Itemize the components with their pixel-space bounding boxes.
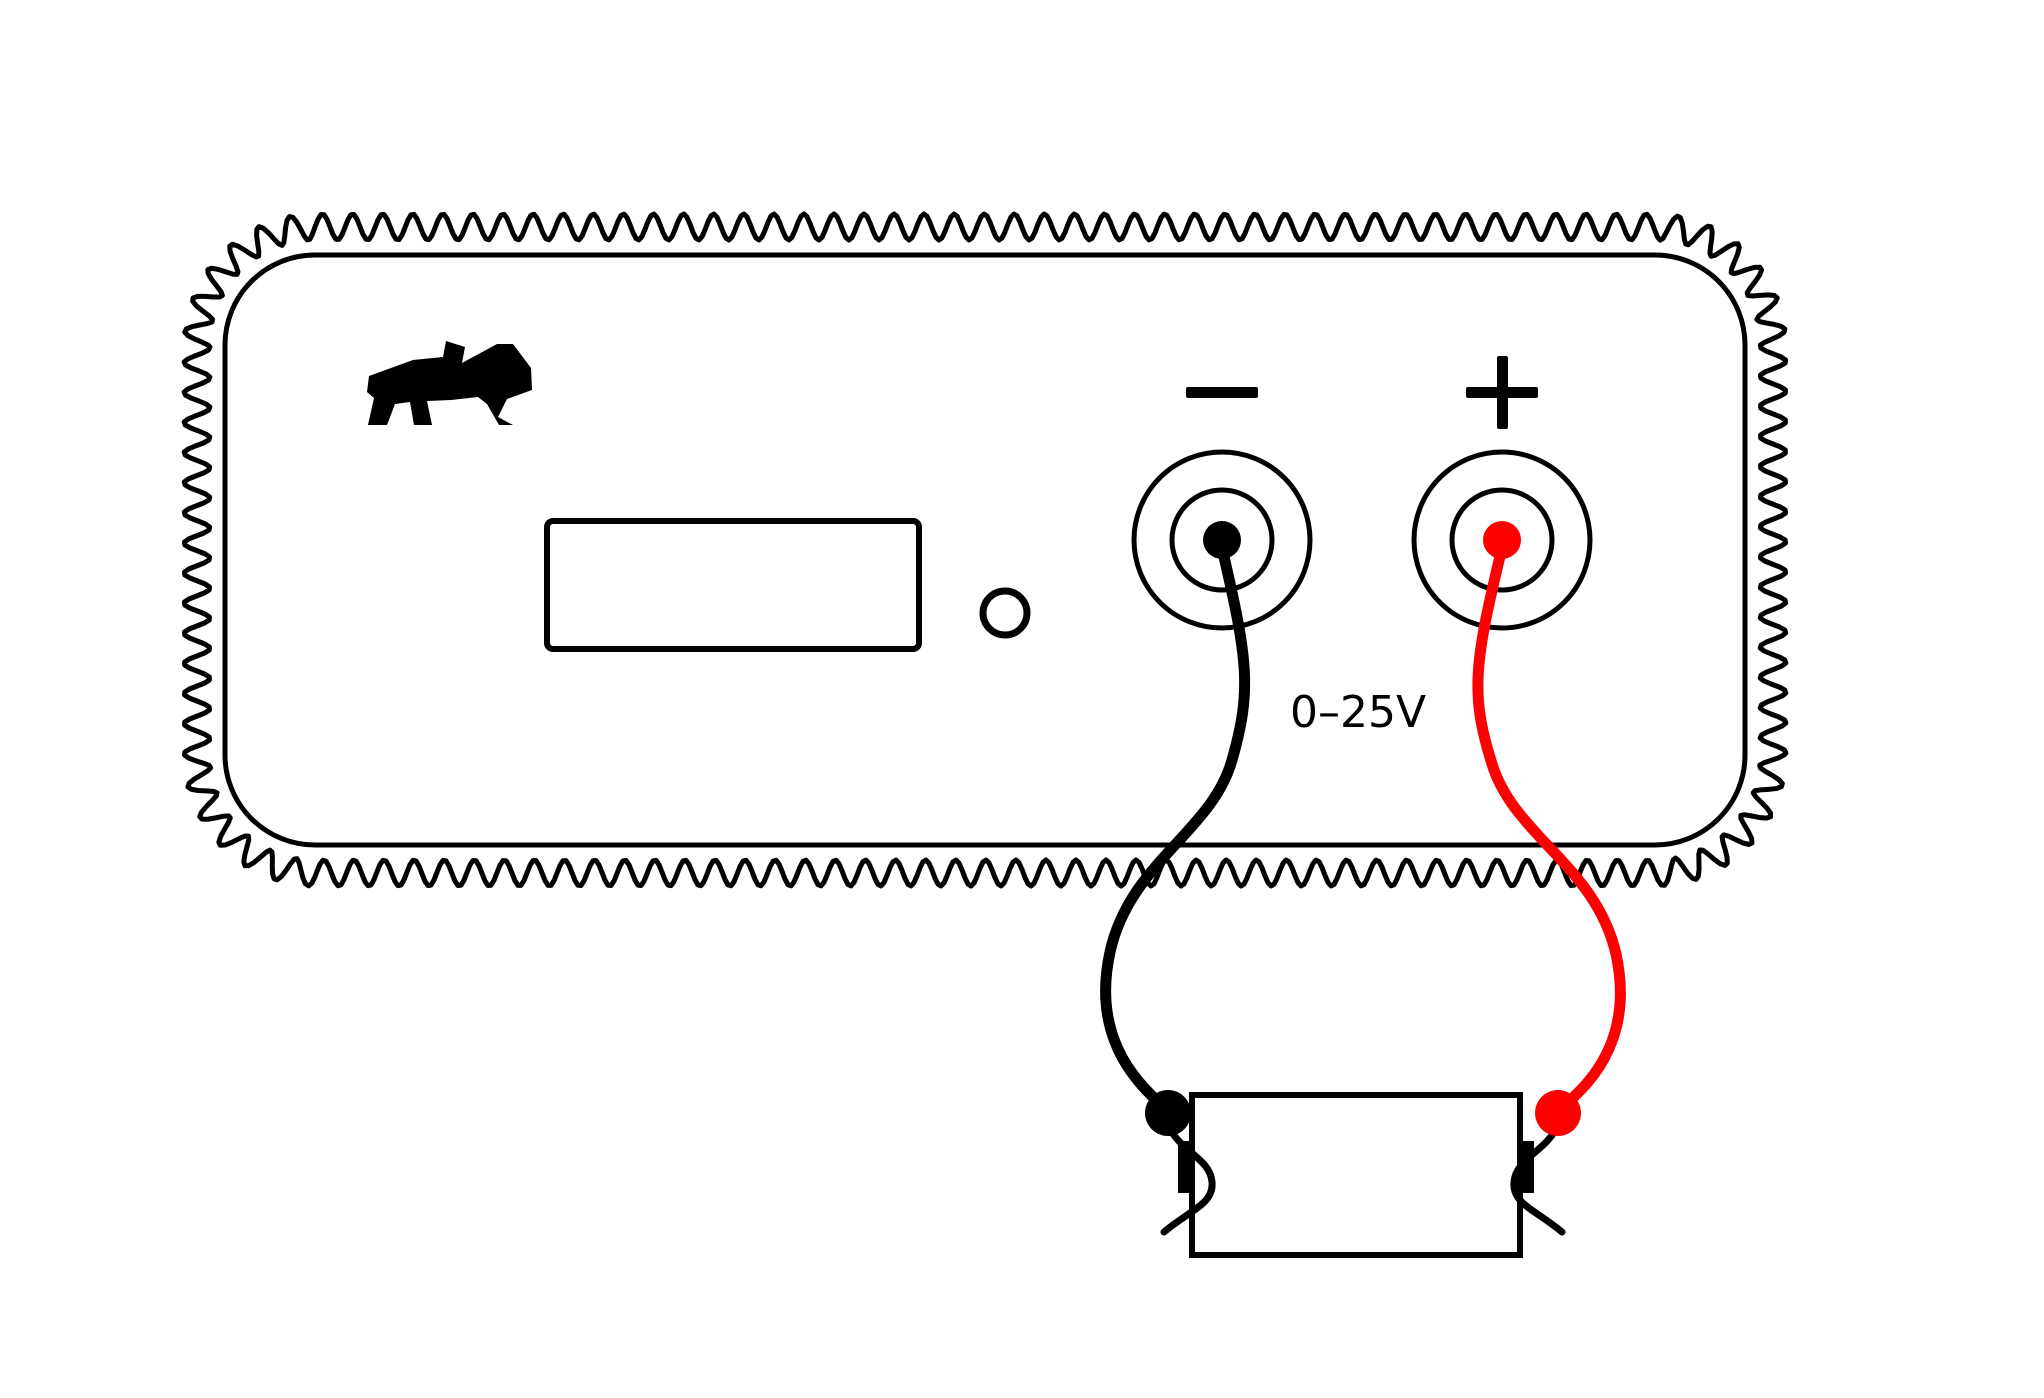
negative-terminal-jack[interactable] [1131, 449, 1313, 631]
negative-sign-label [1186, 387, 1258, 398]
voltage-display[interactable] [544, 518, 922, 652]
negative-jack-pin [1203, 521, 1241, 559]
power-supply-unit: 0–25V [181, 211, 1789, 889]
positive-test-lead [1472, 542, 1626, 1116]
cell-negative-pigtail [1160, 1121, 1216, 1236]
cell-negative-terminal [1145, 1090, 1191, 1136]
power-supply-panel-face [222, 252, 1748, 848]
positive-jack-inner-ring [1449, 487, 1555, 593]
negative-jack-outer-ring [1131, 449, 1313, 631]
bear-logo-icon [367, 341, 532, 425]
negative-jack-inner-ring [1169, 487, 1275, 593]
cell-positive-pigtail [1510, 1121, 1566, 1236]
positive-jack-pin [1483, 521, 1521, 559]
battery-cell [1145, 1090, 1581, 1258]
negative-test-lead [1100, 542, 1251, 1116]
positive-sign-label [1466, 356, 1538, 429]
power-indicator-led[interactable] [979, 587, 1031, 639]
cell-body [1189, 1092, 1523, 1258]
voltage-range-label: 0–25V [1290, 687, 1426, 738]
cell-positive-terminal [1535, 1090, 1581, 1136]
positive-terminal-jack[interactable] [1411, 449, 1593, 631]
positive-jack-outer-ring [1411, 449, 1593, 631]
enclosure-wavy-edge [181, 211, 1789, 889]
